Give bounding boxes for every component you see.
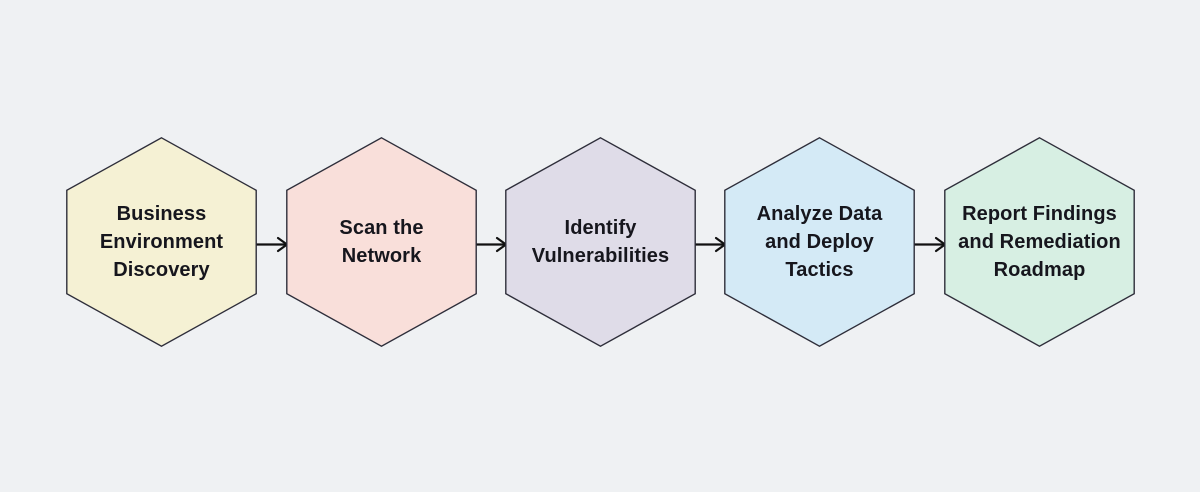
hexagon-shape xyxy=(724,137,915,347)
step-business-environment-discovery: Business Environment Discovery xyxy=(66,137,257,347)
hexagon-shape xyxy=(505,137,696,347)
step-label: Report Findings and Remediation Roadmap xyxy=(958,203,1121,281)
arrow-step3-to-step4 xyxy=(693,236,727,253)
step-label: Identify Vulnerabilities xyxy=(531,217,670,267)
step-report-findings-and-remediation-roadmap: Report Findings and Remediation Roadmap xyxy=(944,137,1135,347)
arrow-step1-to-step2 xyxy=(254,236,289,253)
step-label: Business Environment Discovery xyxy=(99,203,224,281)
step-label: Analyze Data and Deploy Tactics xyxy=(756,203,883,281)
step-analyze-data-and-deploy-tactics: Analyze Data and Deploy Tactics xyxy=(724,137,915,347)
hexagon-shape xyxy=(944,137,1135,347)
hexagon-shape xyxy=(286,137,477,347)
step-identify-vulnerabilities: Identify Vulnerabilities xyxy=(505,137,696,347)
arrow-step4-to-step5 xyxy=(912,236,947,253)
hexagon-shape xyxy=(66,137,257,347)
arrow-step2-to-step3 xyxy=(474,236,508,253)
step-label: Scan the Network xyxy=(339,217,424,267)
step-scan-the-network: Scan the Network xyxy=(286,137,477,347)
